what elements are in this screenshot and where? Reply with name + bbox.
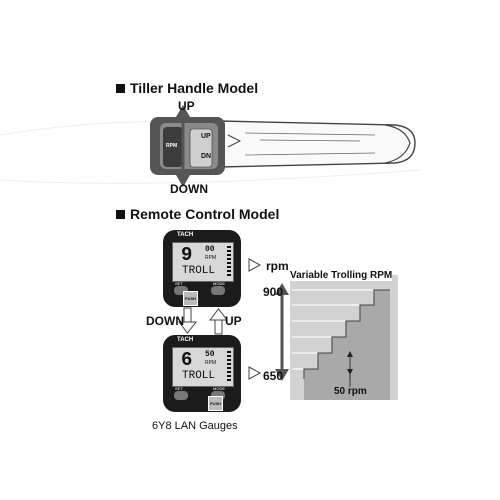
rpm-step-diagram [275,275,398,400]
gauge-tach-label: TACH [177,232,194,238]
gauge-arrows [177,307,229,335]
up-arrow-icon [208,308,229,321]
rpm-diagram-title: Variable Trolling RPM [290,270,393,281]
gauge-mode-text: TROLL [182,370,216,382]
set-button[interactable] [174,286,188,295]
gauge-rpm-unit: RPM [205,360,217,366]
right-arrow-icon [248,258,262,272]
switch-up-label: UP [201,133,211,140]
set-button-label: SET [175,281,183,286]
down-arrow-icon [275,369,289,381]
remote-heading: Remote Control Model [116,206,279,222]
up-arrow-icon [275,283,289,295]
gauge-bar-indicator [227,351,231,381]
remote-up-label: UP [225,314,242,328]
remote-heading-text: Remote Control Model [130,206,280,222]
gauge-screen: 6 50 RPM TROLL [172,347,234,387]
down-arrow-icon [177,321,198,334]
rpm-unit-label: rpm [266,259,289,273]
gauge-superscript: 50 [205,350,215,359]
tiller-down-label: DOWN [170,182,208,196]
set-button[interactable] [174,391,188,400]
mode-button-label: MODE [213,386,225,391]
bullet-square [116,210,125,219]
mode-button-label: MODE [213,281,225,286]
pointer-arrows [248,258,262,380]
gauges-caption: 6Y8 LAN Gauges [152,420,238,432]
tiller-up-label: UP [178,99,195,113]
gauge-rpm-unit: RPM [205,255,217,261]
switch-dn-label: DN [201,153,212,160]
push-button[interactable]: PUSH [183,291,198,306]
gauge-top: TACH 9 00 RPM TROLL SET MODE PUSH [163,230,241,307]
up-arrow-icon [176,105,190,117]
handle-shaft [219,120,416,168]
rpm-max-label: 900 [263,285,284,299]
tiller-heading-text: Tiller Handle Model [130,80,259,96]
gauge-digits: 9 [181,244,192,266]
staircase-fill [304,290,390,400]
gauge-mode-text: TROLL [182,265,216,277]
gauge-bottom: TACH 6 50 RPM TROLL SET MODE PUSH [163,335,241,412]
mode-button[interactable] [211,391,225,400]
gauge-digits: 6 [181,349,192,371]
bullet-square [116,84,125,93]
push-button[interactable]: PUSH [208,396,223,411]
staircase-line [303,289,390,379]
gauge-bar-indicator [227,246,231,276]
rpm-tag-label: RPM [166,143,178,149]
set-button-label: SET [175,386,183,391]
gauge-screen: 9 00 RPM TROLL [172,242,234,282]
rpm-min-label: 650 [263,369,284,383]
tiller-heading: Tiller Handle Model [116,80,258,96]
tiller-handle-illustration [0,105,421,187]
remote-down-label: DOWN [146,314,184,328]
gauge-tach-label: TACH [177,337,194,343]
right-arrow-icon [248,366,262,380]
down-arrow-icon [176,175,190,187]
gauge-superscript: 00 [205,245,215,254]
mode-button[interactable] [211,286,225,295]
rpm-step-label: 50 rpm [334,386,367,397]
